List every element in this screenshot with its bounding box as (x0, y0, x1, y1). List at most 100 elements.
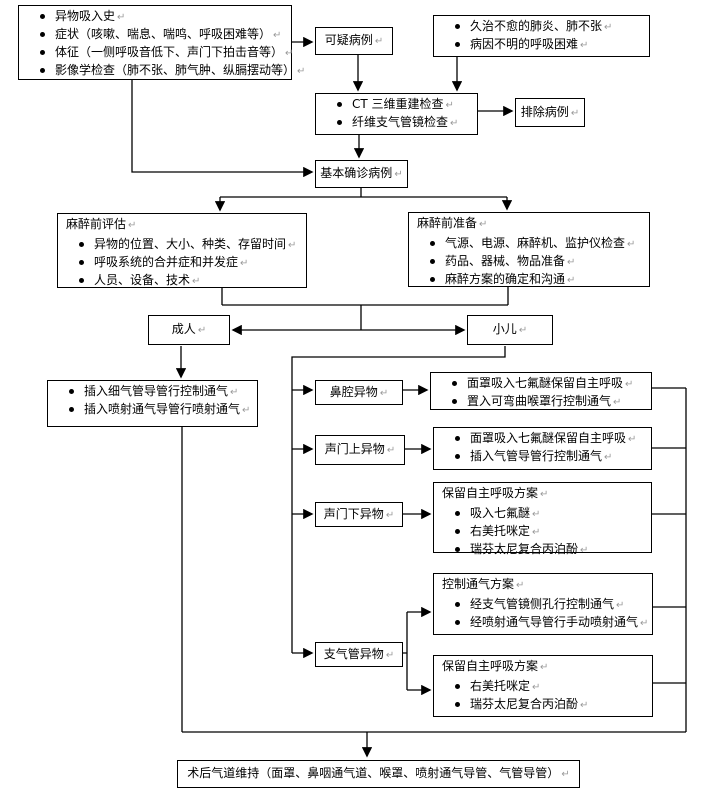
line-child-trunk (291, 346, 506, 653)
bullet-icon (419, 235, 445, 246)
bullet-item: 症状（咳嗽、喘息、喘鸣、呼吸困难等） (29, 26, 289, 44)
node-label: 支气管异物 (324, 646, 394, 664)
bullet-item: 异物的位置、大小、种类、存留时间 (68, 236, 304, 254)
bullet-item: 人员、设备、技术 (68, 272, 304, 290)
bullet-text: 经喷射通气导管行手动喷射通气 (470, 614, 650, 632)
bullet-item: 纤维支气管镜检查 (326, 114, 475, 132)
bullet-item: 久治不愈的肺炎、肺不张 (444, 18, 647, 36)
bullet-list: 吸入七氟醚 右美托咪定 瑞芬太尼复合丙泊酚 (434, 503, 651, 559)
bullet-text: 插入细气管导管行控制通气 (84, 383, 255, 401)
bullet-text: 面罩吸入七氟醚保留自主呼吸 (467, 375, 649, 393)
bullet-list: 异物吸入史 症状（咳嗽、喘息、喘鸣、呼吸困难等） 体征（一侧呼吸音低下、声门下拍… (19, 6, 295, 80)
node-label: 鼻腔异物 (330, 384, 388, 402)
bullet-icon (326, 96, 352, 107)
bullet-icon (444, 448, 470, 459)
bullet-icon (444, 596, 470, 607)
bullet-icon (444, 541, 470, 552)
bullet-icon (68, 236, 94, 247)
bullet-list: 面罩吸入七氟醚保留自主呼吸 置入可弯曲喉罩行控制通气 (431, 373, 651, 411)
bullet-icon (58, 383, 84, 394)
node-label: 可疑病例 (325, 32, 383, 50)
bullet-icon (326, 114, 352, 125)
bullet-text: 症状（咳嗽、喘息、喘鸣、呼吸困难等） (55, 26, 289, 44)
bullet-list: 气源、电源、麻醉机、监护仪检查 药品、器械、物品准备 麻醉方案的确定和沟通 (409, 233, 649, 289)
bullet-text: CT 三维重建检查 (352, 96, 475, 114)
node-label: 小儿 (493, 321, 527, 339)
node-title: 麻醉前评估 (58, 214, 306, 234)
bullet-text: 异物的位置、大小、种类、存留时间 (94, 236, 304, 254)
bullet-text: 经支气管镜侧孔行控制通气 (470, 596, 650, 614)
bullet-text: 气源、电源、麻醉机、监护仪检查 (445, 235, 647, 253)
bullet-text: 异物吸入史 (55, 8, 289, 26)
bullet-text: 体征（一侧呼吸音低下、声门下拍击音等） (55, 44, 293, 62)
bullet-text: 置入可弯曲喉罩行控制通气 (467, 393, 649, 411)
bullet-list: 面罩吸入七氟醚保留自主呼吸 插入气管导管行控制通气 (434, 428, 651, 466)
node-supraglottic-plan: 面罩吸入七氟醚保留自主呼吸 插入气管导管行控制通气 (433, 427, 652, 470)
bullet-item: 经喷射通气导管行手动喷射通气 (444, 614, 650, 632)
bullet-list: CT 三维重建检查 纤维支气管镜检查 (316, 94, 477, 132)
bullet-text: 麻醉方案的确定和沟通 (445, 271, 647, 289)
bullet-item: 麻醉方案的确定和沟通 (419, 271, 647, 289)
node-title: 保留自主呼吸方案 (434, 656, 652, 676)
bullet-item: 呼吸系统的合并症和并发症 (68, 254, 304, 272)
bullet-icon (58, 401, 84, 412)
bullet-icon (29, 62, 55, 73)
node-postop-airway-maintenance: 术后气道维持（面罩、鼻咽通气道、喉罩、喷射通气导管、气管导管） (177, 760, 580, 788)
bullet-icon (419, 253, 445, 264)
bullet-text: 久治不愈的肺炎、肺不张 (470, 18, 647, 36)
node-subglottic-plan: 保留自主呼吸方案 吸入七氟醚 右美托咪定 瑞芬太尼复合丙泊酚 (433, 482, 652, 556)
bullet-item: CT 三维重建检查 (326, 96, 475, 114)
node-excluded-case: 排除病例 (515, 98, 585, 127)
bullet-item: 置入可弯曲喉罩行控制通气 (441, 393, 649, 411)
node-label: 声门上异物 (325, 441, 395, 459)
bullet-icon (444, 36, 470, 47)
arrow-symptoms-to-confirmed (131, 80, 314, 178)
line-preeval-preprep-merge (221, 287, 509, 330)
bullet-list: 久治不愈的肺炎、肺不张 病因不明的呼吸困难 (434, 16, 649, 54)
bullet-list: 异物的位置、大小、种类、存留时间 呼吸系统的合并症和并发症 人员、设备、技术 (58, 234, 306, 290)
bullet-text: 右美托咪定 (470, 523, 649, 541)
line-confirmed-split (220, 188, 507, 198)
bullet-item: 面罩吸入七氟醚保留自主呼吸 (441, 375, 649, 393)
node-label: 术后气道维持（面罩、鼻咽通气道、喉罩、喷射通气导管、气管导管） (187, 765, 569, 783)
bullet-text: 人员、设备、技术 (94, 272, 304, 290)
bullet-icon (29, 8, 55, 19)
bullet-item: 插入气管导管行控制通气 (444, 448, 649, 466)
bullet-icon (68, 254, 94, 265)
bullet-icon (444, 18, 470, 29)
bullet-item: 面罩吸入七氟醚保留自主呼吸 (444, 430, 649, 448)
bullet-icon (441, 375, 467, 386)
bullet-icon (444, 696, 470, 707)
bullet-text: 面罩吸入七氟醚保留自主呼吸 (470, 430, 649, 448)
node-label: 排除病例 (521, 104, 579, 122)
node-bronchial-foreign-body: 支气管异物 (315, 642, 403, 667)
node-label: 基本确诊病例 (320, 165, 402, 183)
bullet-icon (29, 26, 55, 37)
bullet-icon (444, 614, 470, 625)
node-preanesthesia-preparation: 麻醉前准备 气源、电源、麻醉机、监护仪检查 药品、器械、物品准备 麻醉方案的确定… (408, 212, 650, 287)
node-nasal-foreign-body: 鼻腔异物 (315, 380, 403, 405)
bullet-icon (444, 430, 470, 441)
bullet-item: 右美托咪定 (444, 523, 649, 541)
bullet-item: 药品、器械、物品准备 (419, 253, 647, 271)
bullet-text: 吸入七氟醚 (470, 505, 649, 523)
bullet-item: 插入细气管导管行控制通气 (58, 383, 255, 401)
bullet-text: 瑞芬太尼复合丙泊酚 (470, 696, 650, 714)
bullet-icon (444, 523, 470, 534)
node-label: 成人 (172, 321, 206, 339)
bullet-list: 经支气管镜侧孔行控制通气 经喷射通气导管行手动喷射通气 (434, 594, 652, 632)
bullet-icon (29, 44, 55, 55)
node-chronic-findings: 久治不愈的肺炎、肺不张 病因不明的呼吸困难 (433, 15, 650, 57)
bullet-item: 体征（一侧呼吸音低下、声门下拍击音等） (29, 44, 289, 62)
bullet-icon (444, 678, 470, 689)
bullet-icon (444, 505, 470, 516)
bullet-item: 瑞芬太尼复合丙泊酚 (444, 541, 649, 559)
node-title: 控制通气方案 (434, 574, 652, 594)
node-confirmed-case: 基本确诊病例 (315, 160, 408, 188)
node-supraglottic-foreign-body: 声门上异物 (315, 435, 405, 465)
bullet-text: 瑞芬太尼复合丙泊酚 (470, 541, 649, 559)
bullet-text: 插入气管导管行控制通气 (470, 448, 649, 466)
node-inhalation-findings: 异物吸入史 症状（咳嗽、喘息、喘鸣、呼吸困难等） 体征（一侧呼吸音低下、声门下拍… (18, 5, 295, 80)
